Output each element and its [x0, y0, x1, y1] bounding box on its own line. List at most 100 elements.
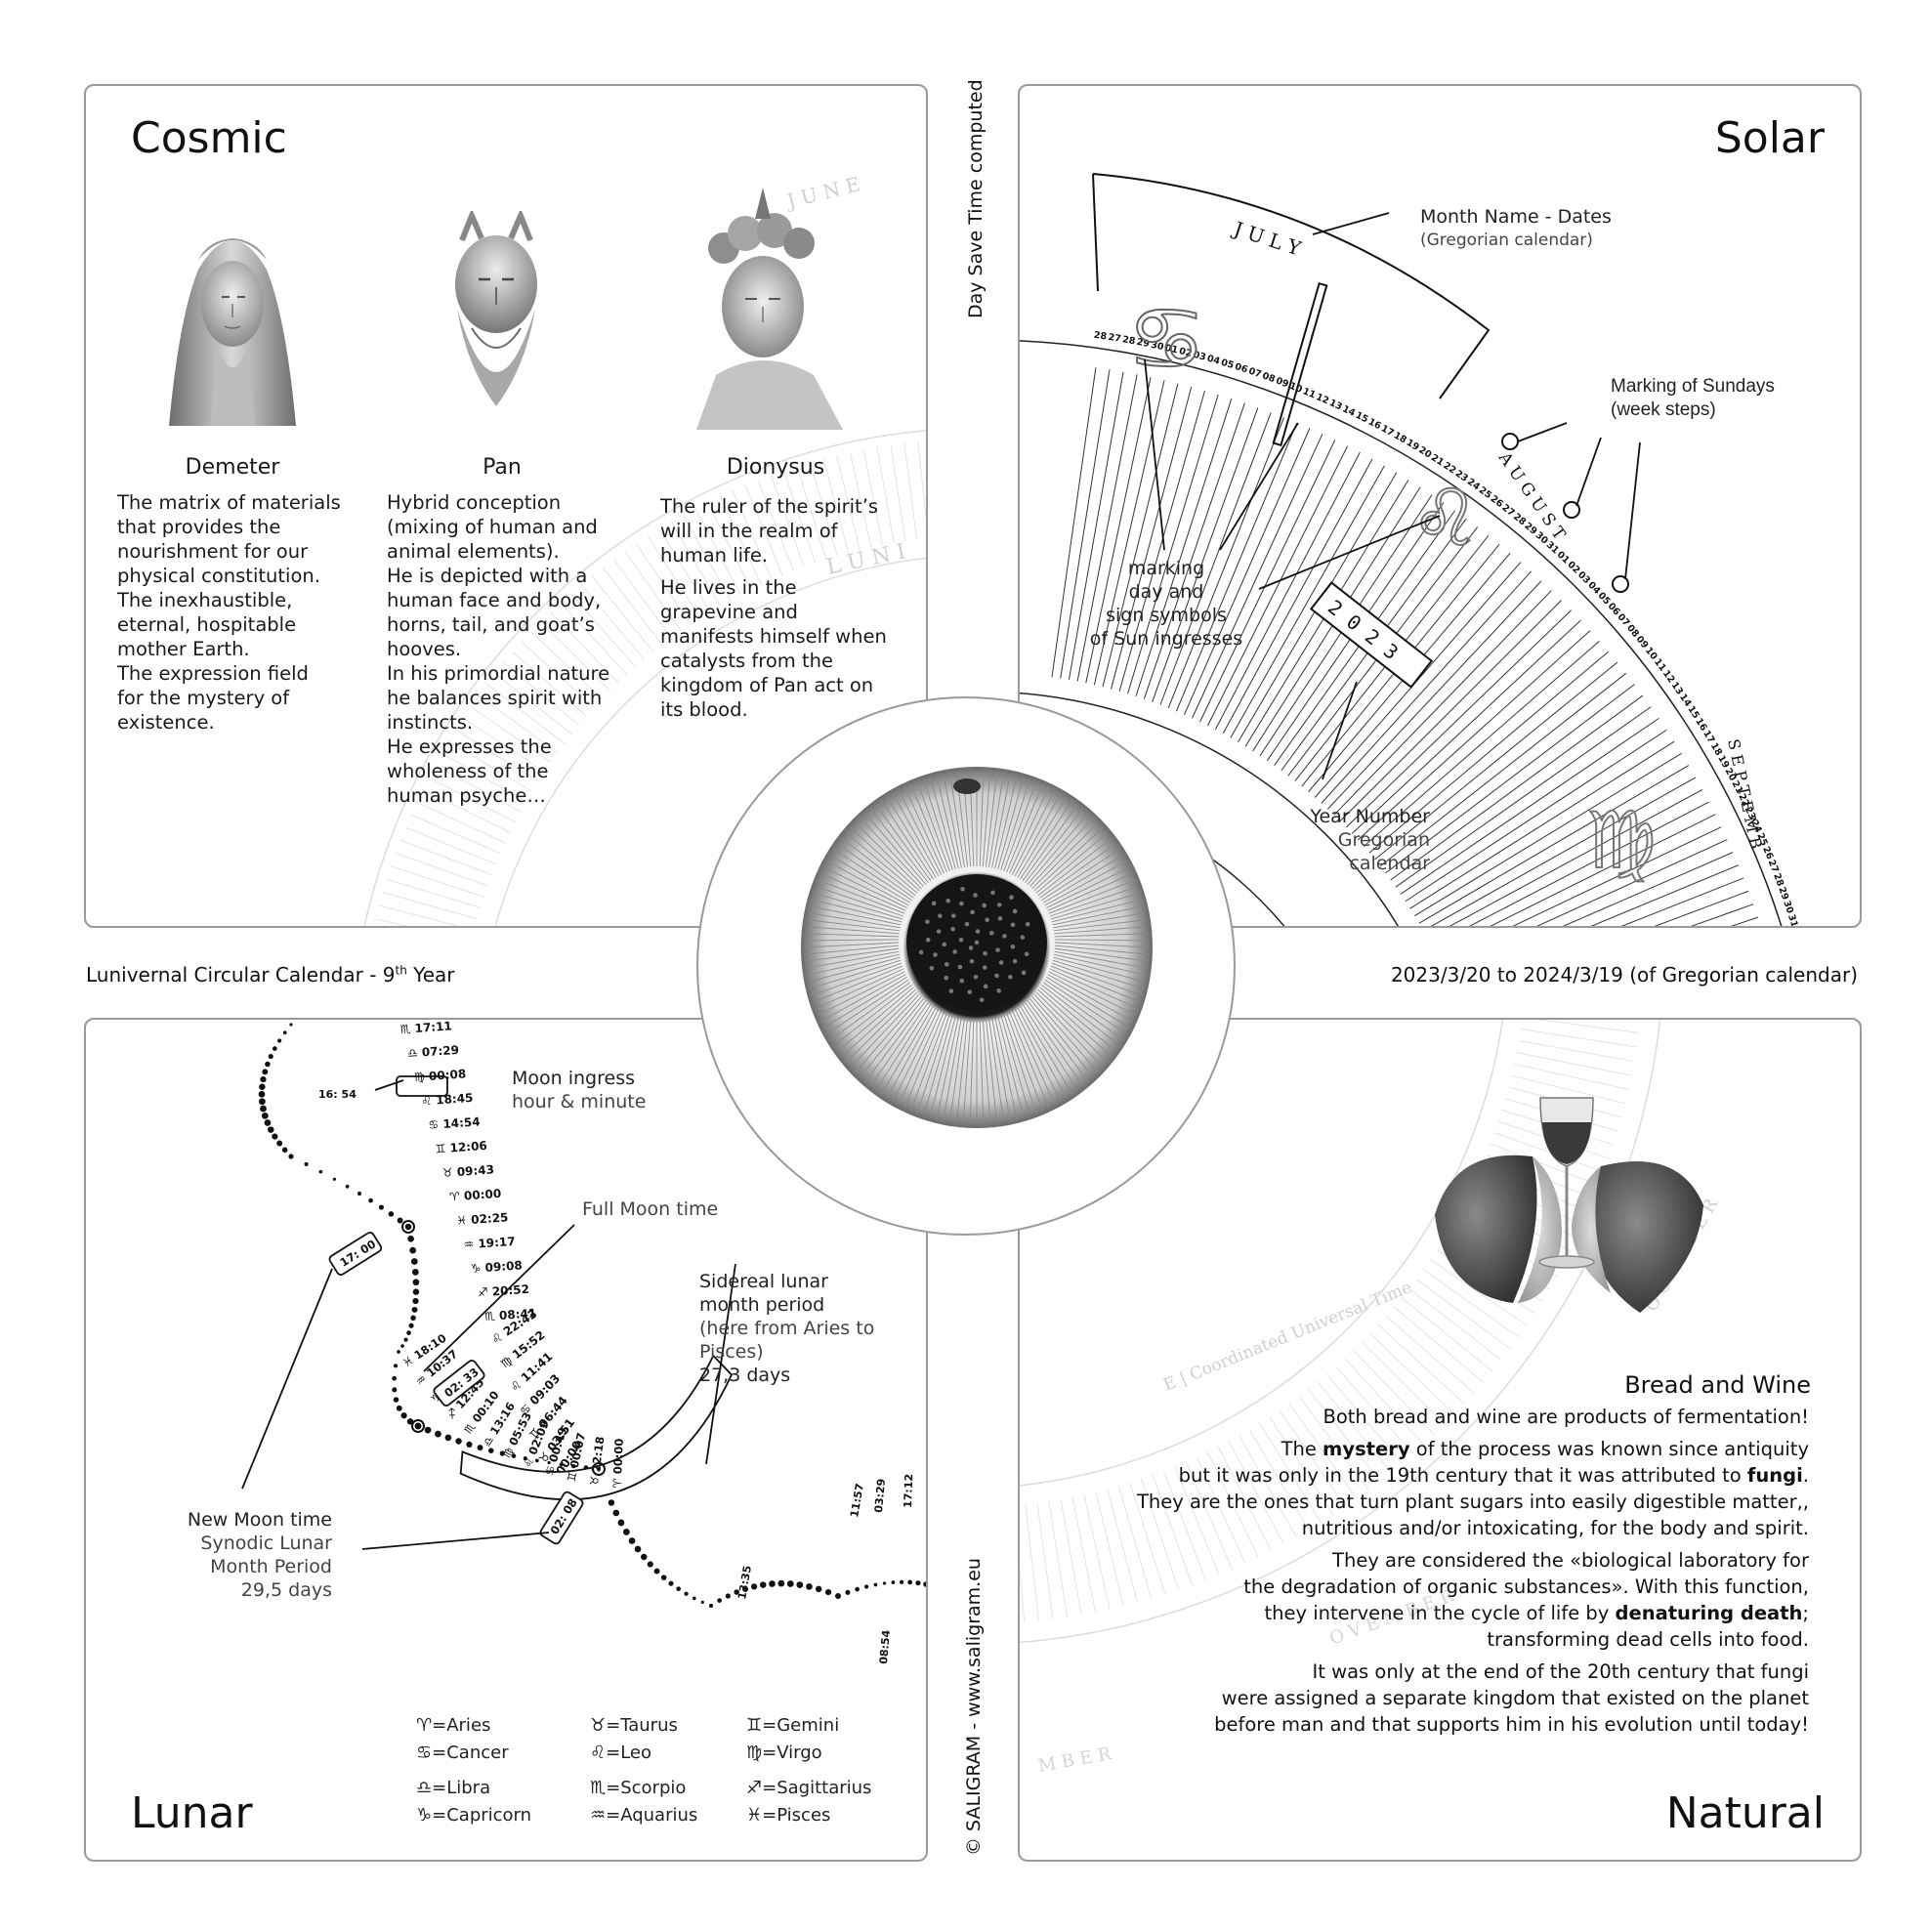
- day-tick: [1691, 903, 1754, 926]
- annotation-line: (Gregorian calendar): [1420, 231, 1593, 250]
- faint-tick: [470, 706, 552, 763]
- gill-line: [833, 984, 912, 1046]
- gill-line: [886, 1007, 937, 1099]
- cap-spot: [997, 916, 1003, 921]
- legend-item: ♐=Sagittarius: [746, 1778, 871, 1798]
- annotation-line: Sidereal lunar: [699, 1271, 828, 1292]
- gill-line: [979, 1018, 985, 1124]
- cap-spot: [959, 901, 964, 906]
- annotation-line: of Sun ingresses: [1089, 628, 1243, 650]
- gill-line: [819, 974, 906, 1023]
- ingress-entry: ♓ 02:25: [456, 1210, 509, 1228]
- faint-tick: [387, 878, 481, 908]
- gill-line: [841, 988, 916, 1058]
- moon-path-dot: [397, 1217, 403, 1224]
- day-tick: [1060, 369, 1111, 679]
- day-tick: [1199, 440, 1336, 723]
- ingress-highlight-box: [396, 1075, 448, 1097]
- day-tick: [1395, 706, 1652, 888]
- full-moon-marker: [592, 1462, 606, 1476]
- annotation-line: 27,3 days: [699, 1365, 791, 1386]
- gill-line: [855, 821, 922, 890]
- gill-line: [845, 991, 918, 1063]
- moon-path-dot: [824, 1588, 832, 1596]
- day-tick: [1379, 672, 1627, 867]
- moon-path-dot: [499, 1450, 505, 1456]
- date-label: 03: [1192, 350, 1207, 363]
- moon-path-dot: [403, 1337, 408, 1342]
- moon-path-dot: [407, 1235, 414, 1242]
- gill-line: [916, 1014, 950, 1113]
- legend-item: ♑=Capricorn: [416, 1805, 531, 1826]
- text-span: of the process was known since antiquity: [1409, 1438, 1809, 1460]
- full-moon-marker: [401, 1220, 415, 1234]
- ingress-entry: ♒ 19:17: [463, 1235, 516, 1252]
- legend-item: ♓=Pisces: [746, 1805, 830, 1826]
- ingress-day-marker: [1272, 281, 1328, 447]
- demeter-line: existence.: [117, 711, 215, 734]
- cap-spot: [1020, 935, 1026, 940]
- annotation-line: Synodic Lunar: [200, 1533, 332, 1554]
- day-tick: [1102, 383, 1179, 688]
- cap-spot: [948, 988, 954, 993]
- gill-line: [1031, 995, 1099, 1073]
- ingress-entry: ♈ 00:00: [449, 1187, 502, 1204]
- cap-spot: [918, 949, 924, 955]
- cap-spot: [983, 984, 988, 989]
- gill-line: [818, 879, 905, 914]
- gill-line: [903, 1011, 945, 1109]
- date-label: 08: [1261, 370, 1278, 385]
- faint-tick: [1298, 1396, 1369, 1491]
- moon-path-dot: [907, 1579, 912, 1585]
- date-label: 28: [1093, 330, 1108, 343]
- gill-line: [826, 861, 909, 906]
- sundays-annotation: Marking of Sundays (week steps): [1611, 375, 1775, 422]
- moon-path-dot: [806, 1583, 813, 1590]
- cap-spot: [974, 940, 980, 945]
- cap-spot: [925, 937, 931, 943]
- date-label: 06: [1234, 361, 1249, 376]
- faint-tick: [1514, 1063, 1629, 1090]
- aries-icon: ♈: [416, 1715, 433, 1736]
- pan-line: instincts.: [387, 711, 474, 734]
- annotation-line: Moon ingress: [512, 1068, 635, 1089]
- gill-line: [1035, 991, 1109, 1063]
- legend-item: ♏=Scorpio: [590, 1778, 686, 1798]
- new-moon-marker: [411, 1419, 425, 1433]
- faint-tick: [560, 603, 628, 676]
- gill-line: [1011, 1010, 1056, 1106]
- gill-line: [1009, 786, 1050, 874]
- gill-line: [807, 919, 901, 932]
- faint-tick: [1217, 1446, 1272, 1552]
- annotation-line: (week steps): [1611, 399, 1716, 420]
- gill-line: [813, 892, 903, 920]
- faint-tick: [1162, 1470, 1206, 1580]
- faint-tick: [1206, 1451, 1259, 1558]
- gill-line: [994, 775, 1018, 869]
- moon-path-dot: [281, 1147, 288, 1154]
- date-label: 27: [1108, 332, 1122, 345]
- day-tick: [1152, 407, 1259, 702]
- moon-path-dot: [412, 1297, 419, 1305]
- moon-path-dot: [523, 1456, 527, 1461]
- date-label: 01: [1164, 343, 1179, 357]
- moon-path-dot: [261, 1112, 269, 1119]
- gill-line: [1037, 837, 1113, 897]
- date-label: 28: [1771, 872, 1785, 889]
- sidereal-period-box: [459, 1354, 734, 1501]
- gill-line: [815, 885, 904, 917]
- faint-tick: [783, 470, 817, 564]
- lunar-panel: ♏ 17:11♎ 07:29♍ 00:08♌ 18:45♋ 14:54♊ 12:…: [84, 1018, 928, 1862]
- faint-tick: [719, 495, 763, 585]
- date-label: 13: [1327, 398, 1344, 413]
- day-tick: [1111, 387, 1193, 690]
- moon-path-dot: [406, 1330, 411, 1335]
- faint-tick: [1520, 1029, 1637, 1048]
- sagittarius-icon: ♐: [746, 1778, 763, 1798]
- legend-item: ♋=Cancer: [416, 1743, 509, 1763]
- gill-line: [1003, 1014, 1037, 1113]
- date-label: 05: [1220, 357, 1236, 371]
- legend-item: ♍=Virgo: [746, 1743, 822, 1763]
- day-tick: [1230, 465, 1385, 738]
- date-label: 21: [1730, 779, 1745, 796]
